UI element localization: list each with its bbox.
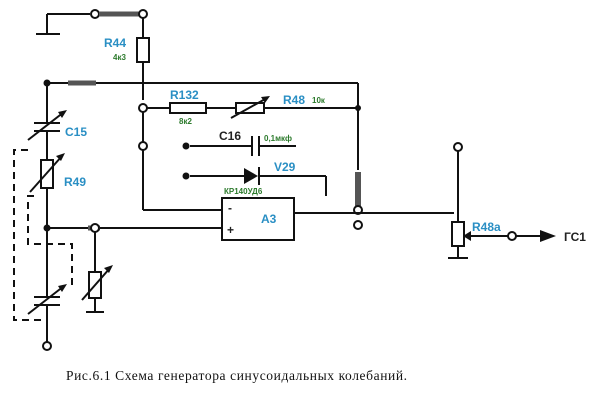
c15-label: C15 xyxy=(65,125,87,139)
v29-diode-icon xyxy=(190,167,327,196)
gs1-output-arrow-icon xyxy=(516,230,556,242)
r48-value: 10к xyxy=(312,96,326,105)
c16-value: 0,1мкф xyxy=(264,134,292,143)
c16-capacitor xyxy=(190,136,296,156)
r48-right-node xyxy=(355,105,361,111)
top-switch-terminal xyxy=(90,9,148,19)
r44-value: 4к3 xyxy=(113,53,126,62)
inverting-input-wire xyxy=(142,112,222,211)
opamp-minus-label: - xyxy=(228,201,232,215)
c15-variable-capacitor xyxy=(27,110,67,141)
r44-label: R44 xyxy=(104,36,126,50)
opamp-type-label: КР140УД6 xyxy=(224,187,263,196)
r132-label: R132 xyxy=(170,88,199,102)
r48-adjust-arrow-icon xyxy=(230,96,270,119)
lower-variable-resistor xyxy=(81,232,113,312)
opamp-plus-label: + xyxy=(227,223,234,237)
top-left-ground-symbol xyxy=(36,13,90,35)
c16-label: C16 xyxy=(219,129,241,143)
r44-resistor xyxy=(136,37,150,63)
opamp-name-label: A3 xyxy=(261,212,277,226)
r48a-potentiometer xyxy=(448,142,517,259)
figure-caption: Рис.6.1 Схема генератора синусоидальных … xyxy=(66,368,408,383)
opamp-a3 xyxy=(221,197,295,241)
r49-variable-resistor xyxy=(29,153,65,193)
r48a-label: R48а xyxy=(472,220,501,234)
r132-node xyxy=(138,103,148,113)
r132-value: 8к2 xyxy=(179,117,192,126)
gs1-label: ГС1 xyxy=(564,230,586,244)
top-rail xyxy=(43,79,359,170)
r-lower-top-node xyxy=(90,223,100,233)
c16-mid-node xyxy=(138,141,148,151)
r48-label: R48 xyxy=(283,93,305,107)
ganged-control-dashed-lines xyxy=(13,149,73,321)
r49-label: R49 xyxy=(64,175,86,189)
c16-left-node xyxy=(182,142,190,150)
output-lower-node xyxy=(353,220,363,230)
bottom-variable-capacitor xyxy=(27,284,67,315)
r132-resistor xyxy=(169,102,207,114)
v29-label: V29 xyxy=(274,160,296,174)
bottom-left-terminal xyxy=(42,341,52,351)
v29-left-node xyxy=(182,172,190,180)
